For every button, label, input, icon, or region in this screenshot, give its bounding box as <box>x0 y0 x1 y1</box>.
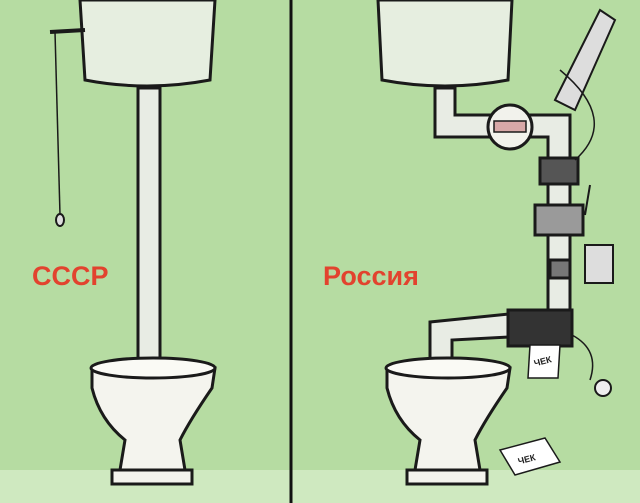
device-box-3 <box>548 258 572 280</box>
cistern <box>376 0 514 88</box>
receipt-floor <box>498 437 562 476</box>
device-box-1 <box>538 156 580 186</box>
cistern <box>78 0 217 88</box>
receipt-text: ЧЕК <box>533 354 553 368</box>
russia-toilet <box>376 0 617 486</box>
chain-handle <box>55 213 65 227</box>
antenna <box>584 184 591 216</box>
receipt <box>527 344 561 379</box>
pull-chain <box>54 31 61 216</box>
floor <box>0 470 640 503</box>
russia-label: Россия <box>323 261 419 291</box>
flush-pipe <box>136 86 162 365</box>
device-box-2 <box>533 203 585 237</box>
security-camera <box>553 8 617 112</box>
receipt-floor-text: ЧЕК <box>517 452 537 466</box>
terminal <box>584 244 614 284</box>
ussr-toilet <box>49 0 217 486</box>
power-socket <box>594 379 612 397</box>
receipt-printer <box>506 308 574 348</box>
ussr-label: СССР <box>32 261 109 291</box>
